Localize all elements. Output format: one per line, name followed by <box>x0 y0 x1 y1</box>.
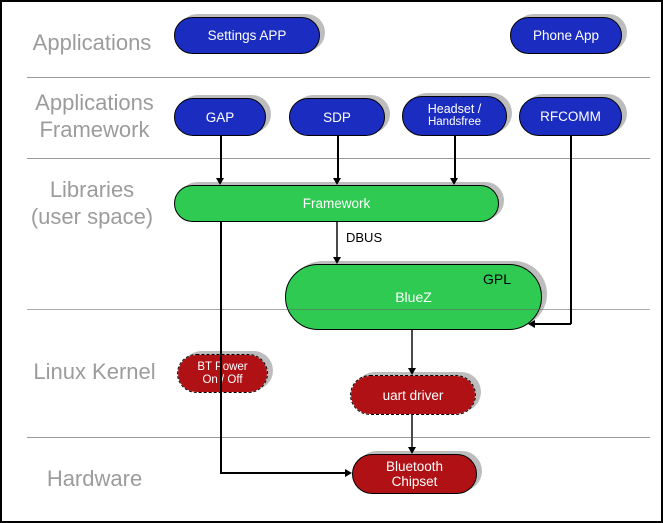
arrow-headset-to-framework-head <box>450 178 458 185</box>
node-framework: Framework <box>174 185 499 222</box>
layer-label-line2: (user space) <box>30 204 154 229</box>
arrow-framework-to-chipset-vline <box>220 222 222 474</box>
node-label-line2: On / Off <box>202 373 243 386</box>
layer-label-hardware: Hardware <box>12 465 177 492</box>
layer-label-text: Applications <box>32 30 152 55</box>
node-bluez: BlueZ <box>285 264 542 330</box>
node-sdp: SDP <box>289 98 385 136</box>
arrow-headset-to-framework-line <box>454 136 456 180</box>
layer-label-text: Hardware <box>46 466 143 491</box>
node-rfcomm: RFCOMM <box>519 97 622 136</box>
arrow-sdp-to-framework-line <box>337 136 339 180</box>
node-label: Phone App <box>532 28 600 43</box>
layer-label-text: Linux Kernel <box>33 359 156 384</box>
layer-label-line1: Libraries <box>49 177 135 202</box>
arrow-framework-to-bluez-head <box>333 257 341 264</box>
node-label: Framework <box>302 196 371 211</box>
layer-label-line2: Framework <box>39 117 150 142</box>
node-label-line1: Bluetooth <box>385 459 444 474</box>
node-label: SDP <box>323 109 351 125</box>
node-label-line1: Headset / <box>427 102 482 116</box>
arrow-framework-to-bluez-line <box>336 222 338 259</box>
arrow-framework-to-chipset-head <box>345 469 352 477</box>
layer-label-applications-framework: Applications Framework <box>12 89 177 143</box>
node-uart-driver: uart driver <box>350 375 476 415</box>
arrow-framework-to-chipset-hline <box>220 472 346 474</box>
node-label-line2: Chipset <box>391 474 438 489</box>
arrow-rfcomm-to-bluez-head <box>528 320 535 328</box>
gpl-license-tag: GPL <box>483 271 512 287</box>
layer-label-line1: Applications <box>35 90 154 115</box>
node-label: GAP <box>205 109 235 125</box>
arrow-gap-to-framework-line <box>220 136 222 180</box>
node-label-line2: Handsfree <box>427 116 482 128</box>
separator-applications <box>27 77 650 78</box>
dbus-edge-label: DBUS <box>346 230 383 245</box>
arrow-bluez-to-uart-head <box>408 368 416 375</box>
arrow-gap-to-framework-head <box>216 178 224 185</box>
node-phone-app: Phone App <box>510 17 622 54</box>
layer-label-applications: Applications <box>12 29 172 56</box>
arrow-bluez-to-uart-line <box>411 330 413 370</box>
separator-libraries <box>27 309 650 310</box>
arrow-uart-to-chipset-line <box>411 415 413 449</box>
node-gap: GAP <box>174 98 266 136</box>
node-headset-handsfree: Headset / Handsfree <box>402 96 507 136</box>
node-label: RFCOMM <box>540 109 601 124</box>
node-bluetooth-chipset: Bluetooth Chipset <box>352 454 477 494</box>
arrow-uart-to-chipset-head <box>408 447 416 454</box>
node-label: Settings APP <box>207 28 287 43</box>
arrow-sdp-to-framework-head <box>333 178 341 185</box>
node-bt-power: BT Power On / Off <box>177 354 268 393</box>
node-settings-app: Settings APP <box>174 17 320 54</box>
node-label: BlueZ <box>395 288 432 305</box>
node-label: uart driver <box>382 387 444 403</box>
arrow-rfcomm-to-bluez-vline <box>570 136 572 324</box>
layer-label-libraries: Libraries (user space) <box>7 176 177 230</box>
separator-linux-kernel <box>27 437 650 438</box>
arrow-rfcomm-to-bluez-hline <box>534 323 571 325</box>
node-label-line1: BT Power <box>197 360 248 373</box>
layer-label-linux-kernel: Linux Kernel <box>12 358 177 385</box>
separator-app-framework <box>27 158 650 159</box>
